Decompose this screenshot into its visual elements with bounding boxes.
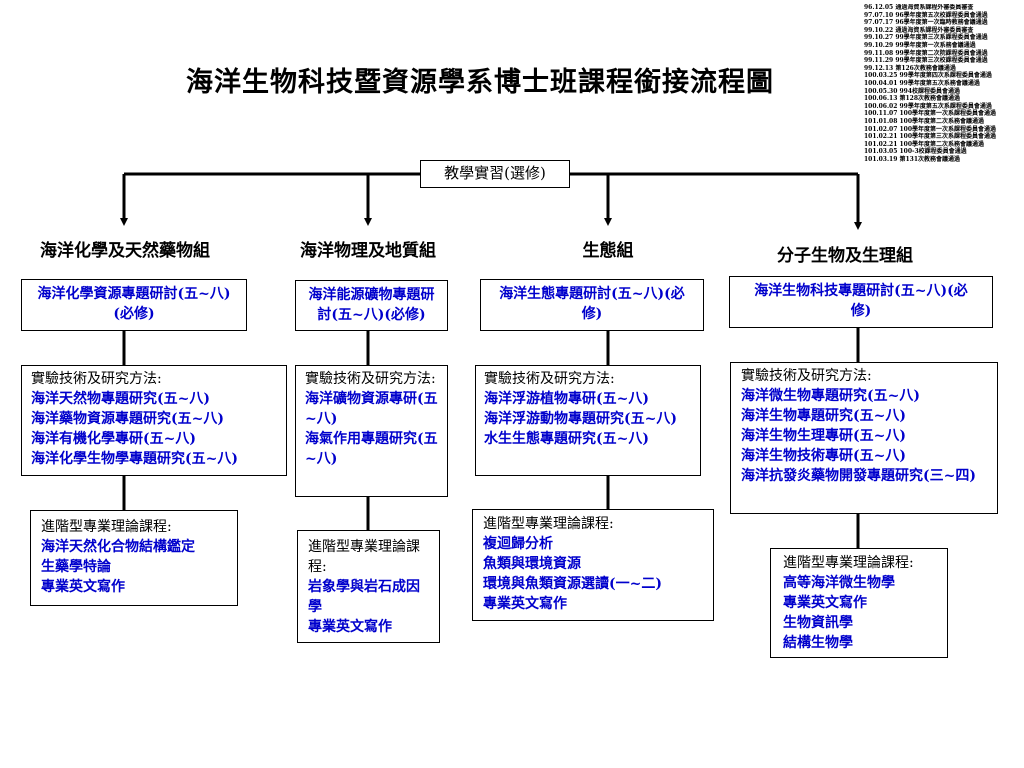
course-item: 岩象學與岩石成因學	[308, 579, 420, 615]
revision-history-line: 100.11.07 100學年度第一次系課程委員會通過	[864, 110, 997, 118]
course-item: 生藥學特論	[41, 559, 111, 575]
course-item: 海洋生物技術專研(五~八)	[741, 448, 906, 464]
group-title-ecology: 生態組	[582, 241, 634, 261]
methods-box: 實驗技術及研究方法: 海洋天然物專題研究(五~八) 海洋藥物資源專題研究(五~八…	[21, 365, 287, 476]
theory-box: 進階型專業理論課程: 複迴歸分析 魚類與環境資源 環境與魚類資源選讀(一~二) …	[472, 509, 714, 621]
theory-label: 進階型專業理論課程:	[41, 519, 172, 535]
course-item: 專業英文寫作	[41, 579, 125, 595]
revision-history-line: 101.03.19 第131次教務會議通過	[864, 155, 961, 163]
methods-label: 實驗技術及研究方法:	[31, 371, 162, 387]
course-item: 海洋浮游動物專題研究(五~八)	[484, 411, 677, 427]
revision-history-line: 99.10.29 99學年度第一次系務會議通過	[864, 41, 976, 49]
methods-label: 實驗技術及研究方法:	[484, 371, 615, 387]
required-seminar-box: 海洋生態專題研討(五~八)(必修)	[480, 279, 704, 331]
course-item: 複迴歸分析	[483, 536, 553, 552]
course-item: 海洋抗發炎藥物開發專題研究(三~四)	[741, 468, 976, 484]
revision-history-line: 100.06.02 99學年度第五次系課程委員會通過	[864, 102, 992, 110]
course-item: 海氣作用專題研究(五~八)	[305, 431, 438, 467]
course-item: 生物資訊學	[783, 615, 853, 631]
theory-box: 進階型專業理論課程: 岩象學與岩石成因學 專業英文寫作	[297, 530, 440, 643]
required-seminar-box: 海洋生物科技專題研討(五~八)(必修)	[729, 276, 993, 328]
methods-label: 實驗技術及研究方法:	[741, 368, 872, 384]
teaching-practice-box: 教學實習(選修)	[420, 160, 570, 188]
course-item: 專業英文寫作	[308, 619, 392, 635]
course-item: 環境與魚類資源選讀(一~二)	[483, 576, 662, 592]
course-item: 海洋化學生物學專題研究(五~八)	[31, 451, 238, 467]
course-item: 海洋生物生理專研(五~八)	[741, 428, 906, 444]
revision-history-line: 100.04.01 99學年度第五次系務會議通過	[864, 79, 980, 87]
course-item: 海洋微生物專題研究(五~八)	[741, 388, 920, 404]
course-item: 專業英文寫作	[783, 595, 867, 611]
theory-box: 進階型專業理論課程: 海洋天然化合物結構鑑定 生藥學特論 專業英文寫作	[30, 510, 238, 606]
revision-history-line: 101.02.21 100學年度第二次系務會議通過	[864, 140, 985, 148]
course-item: 海洋天然物專題研究(五~八)	[31, 391, 210, 407]
revision-history-line: 101.02.07 100學年度第一次系課程委員會通過	[864, 125, 997, 133]
revision-history-line: 96.12.05 通過海資系課程外審委員審查	[864, 4, 974, 11]
theory-label: 進階型專業理論課程:	[483, 516, 614, 532]
required-seminar-box: 海洋能源礦物專題研討(五~八)(必修)	[295, 280, 448, 331]
course-item: 海洋天然化合物結構鑑定	[41, 539, 195, 555]
revision-history-line: 100.03.25 99學年度第四次系課程委員會通過	[864, 72, 992, 80]
required-seminar-box: 海洋化學資源專題研討(五~八)(必修)	[21, 279, 247, 331]
revision-history-line: 97.07.17 96學年度第一次臨時教務會議通過	[864, 19, 988, 27]
methods-label: 實驗技術及研究方法:	[305, 371, 436, 387]
course-item: 海洋浮游植物專研(五~八)	[484, 391, 649, 407]
revision-history-line: 101.02.21 100學年度第三次系課程委員會通過	[864, 133, 997, 141]
course-item: 專業英文寫作	[483, 596, 567, 612]
revision-history-line: 99.10.22 通過海資系課程外審委員審查	[864, 26, 974, 34]
course-item: 海洋生物專題研究(五~八)	[741, 408, 906, 424]
revision-history-line: 99.11.29 99學年度第三次校課程委員會通過	[864, 57, 988, 65]
course-item: 水生生態專題研究(五~八)	[484, 431, 649, 447]
revision-history-line: 101.03.05 100-3校課程委員會通過	[864, 148, 967, 156]
methods-box: 實驗技術及研究方法: 海洋礦物資源專研(五~八) 海氣作用專題研究(五~八)	[295, 365, 448, 497]
group-title-physics: 海洋物理及地質組	[300, 241, 436, 261]
methods-box: 實驗技術及研究方法: 海洋微生物專題研究(五~八) 海洋生物專題研究(五~八) …	[730, 362, 998, 514]
group-title-chemistry: 海洋化學及天然藥物組	[40, 241, 210, 261]
course-item: 海洋礦物資源專研(五~八)	[305, 391, 438, 427]
revision-history-line: 100.05.30 994校課程委員會通過	[864, 87, 961, 95]
revision-history-line: 99.11.08 99學年度第二次院課程委員會通過	[864, 49, 988, 57]
revision-history-line: 99.10.27 99學年度第三次系課程委員會通過	[864, 34, 988, 42]
revision-history-line: 97.07.10 96學年度第五次校課程委員會通過	[864, 11, 988, 19]
revision-history-line: 101.01.08 100學年度第二次系務會議通過	[864, 117, 985, 125]
theory-label: 進階型專業理論課程:	[783, 555, 914, 571]
course-item: 海洋藥物資源專題研究(五~八)	[31, 411, 224, 427]
page-title: 海洋生物科技暨資源學系博士班課程銜接流程圖	[186, 67, 774, 98]
course-item: 海洋有機化學專研(五~八)	[31, 431, 196, 447]
revision-history-line: 99.12.13 第126次教務會議通過	[864, 64, 956, 72]
theory-box: 進階型專業理論課程: 高等海洋微生物學 專業英文寫作 生物資訊學 結構生物學	[770, 548, 948, 658]
revision-history-line: 100.06.13 第128次教務會議通過	[864, 95, 961, 103]
methods-box: 實驗技術及研究方法: 海洋浮游植物專研(五~八) 海洋浮游動物專題研究(五~八)…	[475, 365, 701, 476]
course-item: 魚類與環境資源	[483, 556, 581, 572]
group-title-molecular: 分子生物及生理組	[777, 246, 913, 266]
theory-label: 進階型專業理論課程:	[308, 539, 420, 575]
course-item: 高等海洋微生物學	[783, 575, 895, 591]
course-item: 結構生物學	[783, 635, 853, 651]
